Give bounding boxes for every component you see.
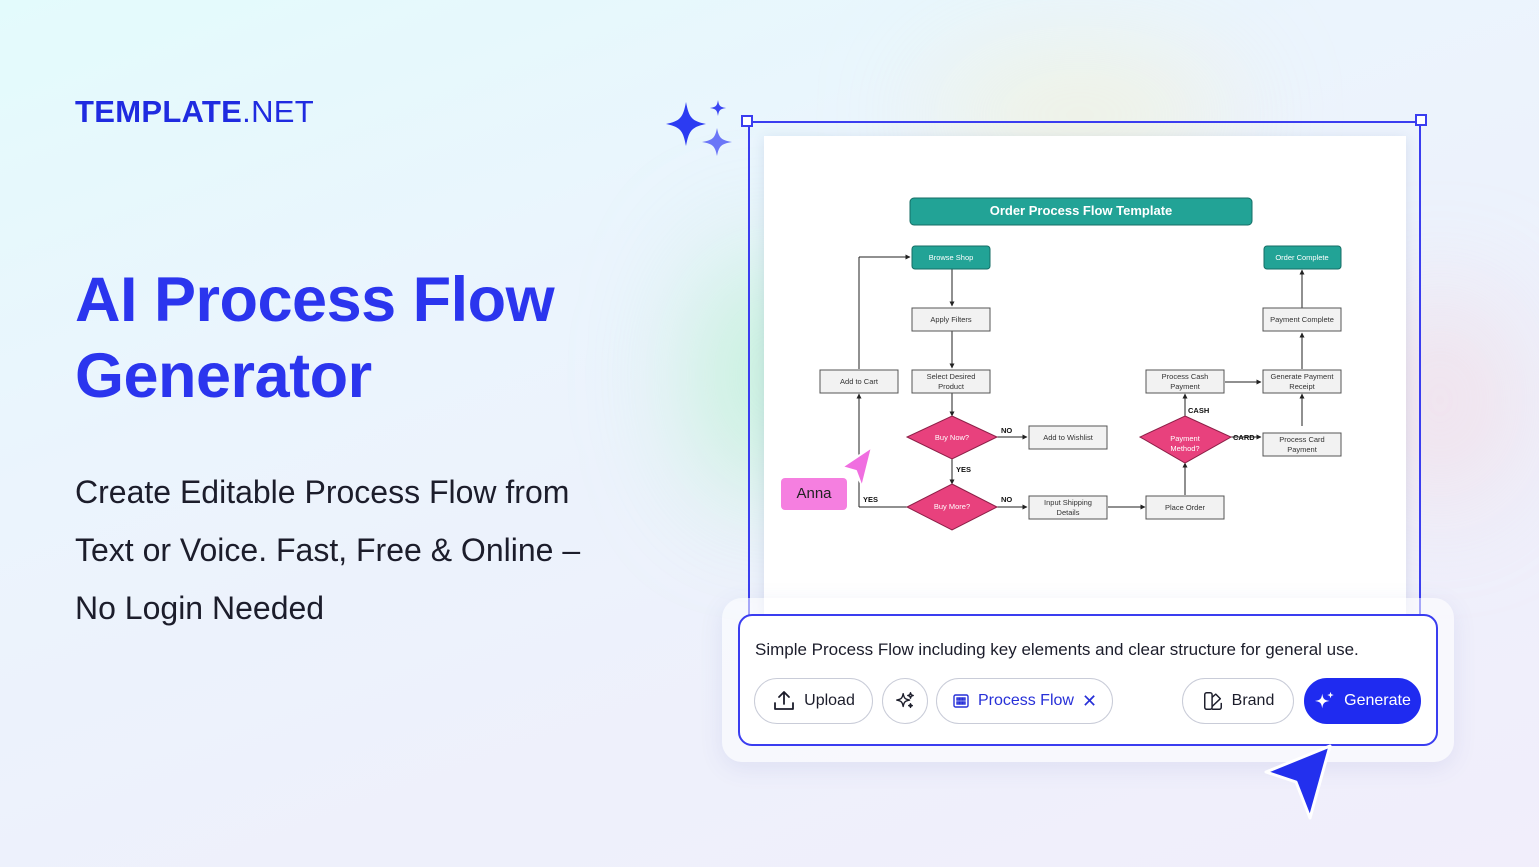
flowchart-canvas[interactable]: Order Process Flow Template Browse Shop bbox=[764, 136, 1406, 616]
resize-handle-top-right[interactable] bbox=[1415, 114, 1427, 126]
node-input-shipping-label-2: Details bbox=[1057, 508, 1080, 517]
page-subtitle-line3: No Login Needed bbox=[75, 590, 325, 626]
node-apply-filters[interactable] bbox=[911, 307, 991, 332]
node-payment-complete-label: Payment Complete bbox=[1270, 315, 1334, 324]
page-subtitle: Create Editable Process Flow from Text o… bbox=[75, 463, 675, 637]
sparkle-icon bbox=[1315, 691, 1334, 709]
node-browse-shop-label: Browse Shop bbox=[929, 253, 974, 262]
edge-label-yes-1: YES bbox=[956, 465, 971, 474]
node-process-cash-label-2: Payment bbox=[1170, 382, 1201, 391]
node-buy-more-label: Buy More? bbox=[934, 502, 970, 511]
node-apply-filters-label: Apply Filters bbox=[930, 315, 972, 324]
brand-logo-bold: TEMPLATE bbox=[75, 94, 243, 129]
node-process-card-label-2: Payment bbox=[1287, 445, 1318, 454]
process-flow-tag-label: Process Flow bbox=[977, 692, 1074, 709]
node-payment-method-label-2: Method? bbox=[1170, 444, 1199, 453]
node-add-to-cart-label: Add to Cart bbox=[840, 377, 879, 386]
node-order-complete[interactable] bbox=[1263, 245, 1342, 270]
node-buy-now[interactable] bbox=[905, 415, 999, 460]
brand-logo-light: .NET bbox=[242, 94, 314, 129]
brand-button[interactable]: Brand bbox=[1182, 678, 1294, 724]
page-subtitle-line1: Create Editable Process Flow from bbox=[75, 474, 570, 510]
edge-label-no-2: NO bbox=[1001, 495, 1012, 504]
node-place-order[interactable] bbox=[1145, 495, 1225, 520]
brand-logo[interactable]: TEMPLATE.NET bbox=[75, 94, 314, 130]
node-generate-receipt-label-1: Generate Payment bbox=[1271, 372, 1335, 381]
node-generate-receipt-label-2: Receipt bbox=[1289, 382, 1315, 391]
edge-label-card: CARD bbox=[1233, 433, 1255, 442]
upload-button-label: Upload bbox=[804, 692, 855, 709]
upload-icon bbox=[774, 691, 795, 710]
page-subtitle-line2: Text or Voice. Fast, Free & Online – bbox=[75, 532, 581, 568]
node-buy-now-label: Buy Now? bbox=[935, 433, 969, 442]
edge-label-no-1: NO bbox=[1001, 426, 1012, 435]
edge-label-cash: CASH bbox=[1188, 406, 1209, 415]
collaborator-cursor-icon bbox=[841, 446, 873, 488]
node-select-product[interactable] bbox=[911, 369, 991, 394]
upload-button[interactable]: Upload bbox=[754, 678, 873, 724]
node-process-cash[interactable] bbox=[1145, 369, 1225, 394]
node-payment-complete[interactable] bbox=[1262, 307, 1342, 332]
node-select-product-label-2: Product bbox=[938, 382, 965, 391]
node-place-order-label: Place Order bbox=[1165, 503, 1206, 512]
flowchart-title-bar[interactable] bbox=[909, 197, 1253, 226]
node-browse-shop[interactable] bbox=[911, 245, 991, 270]
selection-frame bbox=[748, 121, 1421, 621]
flowchart-connectors bbox=[856, 254, 1305, 510]
node-input-shipping[interactable] bbox=[1028, 495, 1108, 520]
page-title: AI Process Flow Generator bbox=[75, 262, 675, 414]
node-process-card-label-1: Process Card bbox=[1279, 435, 1324, 444]
page-title-line1: AI Process Flow bbox=[75, 265, 555, 335]
brand-kit-icon bbox=[1203, 692, 1222, 710]
brand-button-label: Brand bbox=[1231, 692, 1275, 709]
edge-label-yes-2: YES bbox=[863, 495, 878, 504]
node-process-cash-label-1: Process Cash bbox=[1162, 372, 1209, 381]
remove-tag-icon[interactable]: ✕ bbox=[1081, 691, 1098, 711]
flowchart-title: Order Process Flow Template bbox=[990, 203, 1173, 218]
flowchart-diagram: Order Process Flow Template Browse Shop bbox=[819, 197, 1342, 531]
node-order-complete-label: Order Complete bbox=[1275, 253, 1328, 262]
collaborator-tag: Anna bbox=[781, 478, 847, 510]
sparkle-wand-icon bbox=[896, 692, 914, 709]
pointer-cursor-icon bbox=[1264, 744, 1332, 820]
node-payment-method-label-1: Payment bbox=[1170, 434, 1201, 443]
node-buy-more[interactable] bbox=[905, 483, 999, 531]
enhance-prompt-button[interactable] bbox=[882, 678, 928, 724]
sparkles-icon bbox=[666, 100, 732, 156]
generate-button-label: Generate bbox=[1344, 692, 1411, 709]
node-select-product-label-1: Select Desired bbox=[927, 372, 976, 381]
flow-template-icon bbox=[953, 694, 969, 708]
node-process-card[interactable] bbox=[1262, 432, 1342, 457]
node-add-to-cart[interactable] bbox=[819, 369, 899, 394]
node-payment-method[interactable] bbox=[1138, 415, 1233, 464]
node-add-to-wishlist[interactable] bbox=[1028, 425, 1108, 450]
resize-handle-top-left[interactable] bbox=[741, 115, 753, 127]
page-title-line2: Generator bbox=[75, 341, 372, 411]
node-input-shipping-label-1: Input Shipping bbox=[1044, 498, 1092, 507]
prompt-input[interactable]: Simple Process Flow including key elemen… bbox=[755, 640, 1359, 659]
node-generate-receipt[interactable] bbox=[1262, 369, 1342, 394]
process-flow-tag[interactable]: Process Flow ✕ bbox=[936, 678, 1113, 724]
generate-button[interactable]: Generate bbox=[1304, 678, 1421, 724]
node-add-to-wishlist-label: Add to Wishlist bbox=[1043, 433, 1094, 442]
